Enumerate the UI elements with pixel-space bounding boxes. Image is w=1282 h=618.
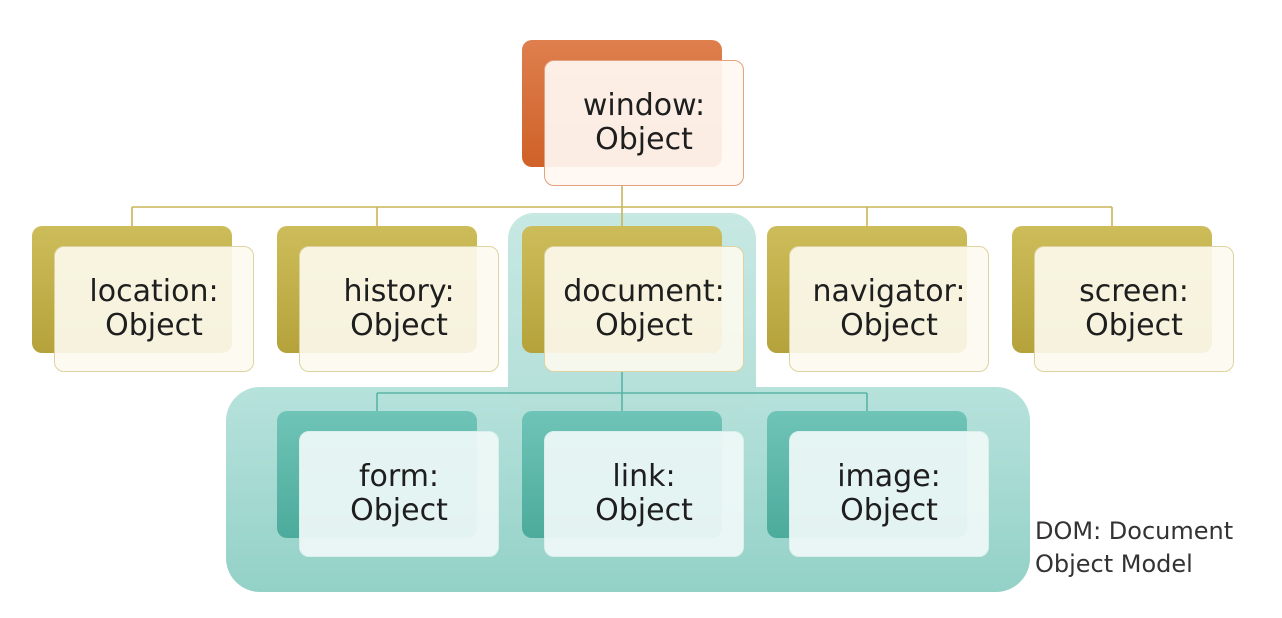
node-location-name: location: [89,274,219,309]
node-link-card: link: Object [544,431,744,557]
node-navigator-name: navigator: [812,274,966,309]
node-window-type: Object [595,122,693,157]
node-history-type: Object [350,308,448,343]
node-image-type: Object [840,493,938,528]
node-location: location: Object [32,226,256,372]
node-history-card: history: Object [299,246,499,372]
dom-caption: DOM: Document Object Model [1035,515,1233,581]
node-screen-type: Object [1085,308,1183,343]
node-screen-card: screen: Object [1034,246,1234,372]
dom-caption-line2: Object Model [1035,550,1193,578]
node-location-card: location: Object [54,246,254,372]
node-history-name: history: [343,274,455,309]
node-document: document: Object [522,226,746,372]
node-navigator: navigator: Object [767,226,991,372]
dom-caption-line1: DOM: Document [1035,517,1234,545]
node-form-card: form: Object [299,431,499,557]
node-image-name: image: [837,459,941,494]
node-screen-name: screen: [1079,274,1189,309]
node-document-type: Object [595,308,693,343]
node-document-name: document: [563,274,725,309]
node-image: image: Object [767,411,991,557]
node-window: window: Object [522,40,746,186]
node-link-type: Object [595,493,693,528]
node-form: form: Object [277,411,501,557]
node-link: link: Object [522,411,746,557]
node-location-type: Object [105,308,203,343]
node-window-name: window: [582,88,706,123]
node-navigator-card: navigator: Object [789,246,989,372]
node-window-card: window: Object [544,60,744,186]
node-image-card: image: Object [789,431,989,557]
node-history: history: Object [277,226,501,372]
node-document-card: document: Object [544,246,744,372]
node-form-type: Object [350,493,448,528]
node-screen: screen: Object [1012,226,1236,372]
node-navigator-type: Object [840,308,938,343]
node-form-name: form: [358,459,440,494]
node-link-name: link: [612,459,676,494]
